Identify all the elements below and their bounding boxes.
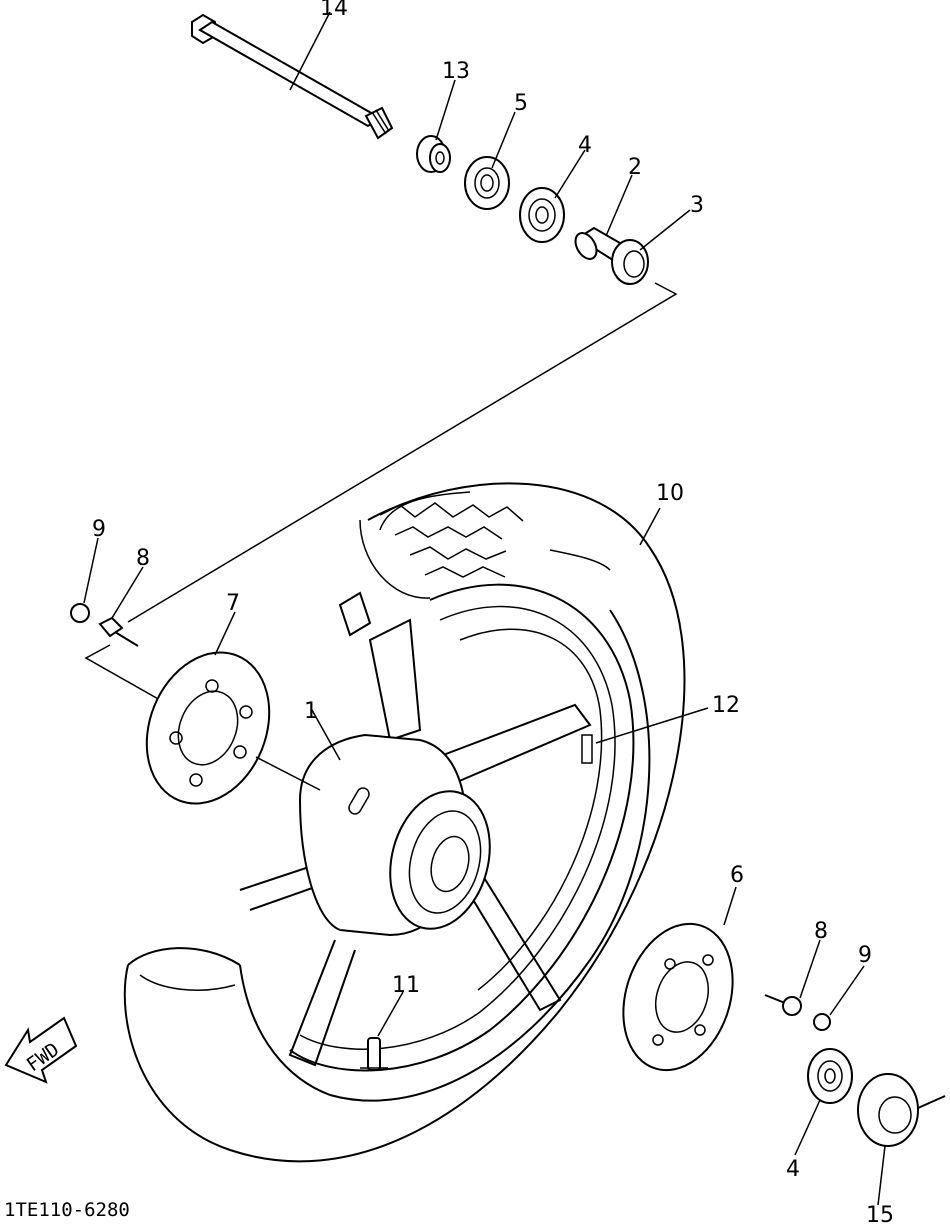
label-part-6: 6 xyxy=(730,863,744,888)
label-part-4-lower: 4 xyxy=(786,1157,800,1182)
label-part-9-left: 9 xyxy=(92,517,106,542)
label-part-13: 13 xyxy=(442,59,470,84)
label-part-3: 3 xyxy=(690,193,704,218)
balance-weight-part-12 xyxy=(581,734,593,764)
assembly-leader-line xyxy=(127,282,678,623)
brake-disc-part-7 xyxy=(145,651,271,805)
label-part-1: 1 xyxy=(304,699,318,724)
label-part-11: 11 xyxy=(392,973,420,998)
label-part-12: 12 xyxy=(712,693,740,718)
tire-part-10 xyxy=(123,482,686,1163)
label-part-15: 15 xyxy=(866,1203,894,1225)
wheel-rim xyxy=(239,583,635,1072)
label-part-2: 2 xyxy=(628,155,642,180)
valve-part-11 xyxy=(360,1037,388,1071)
leader-lines xyxy=(83,11,886,1206)
label-part-4-upper: 4 xyxy=(578,133,592,158)
label-part-5: 5 xyxy=(514,91,528,116)
label-part-10: 10 xyxy=(656,481,684,506)
nut-part-9-left xyxy=(70,603,90,623)
label-part-14: 14 xyxy=(320,0,348,21)
label-part-8-right: 8 xyxy=(814,919,828,944)
diagram-code: 1TE110-6280 xyxy=(4,1199,130,1221)
bolt-part-8-right xyxy=(764,994,802,1016)
bearing-part-4-upper xyxy=(519,187,565,243)
collar-part-3 xyxy=(611,239,649,285)
disc-leader-line xyxy=(84,644,161,701)
label-part-8-left: 8 xyxy=(136,546,150,571)
axle-part-14 xyxy=(191,13,394,140)
forward-arrow-icon: FWD xyxy=(4,1016,78,1084)
bolt-part-8-left xyxy=(98,616,139,647)
wheel-hub-part-1 xyxy=(298,733,491,937)
nut-part-9-right xyxy=(813,1013,831,1031)
collar-part-13 xyxy=(416,135,451,173)
oil-seal-part-5 xyxy=(464,156,510,210)
speedometer-gear-part-15 xyxy=(857,1073,946,1147)
bearing-part-4-lower xyxy=(807,1048,853,1104)
brake-disc-part-6 xyxy=(622,922,734,1072)
label-part-9-right: 9 xyxy=(858,943,872,968)
label-part-7: 7 xyxy=(226,591,240,616)
